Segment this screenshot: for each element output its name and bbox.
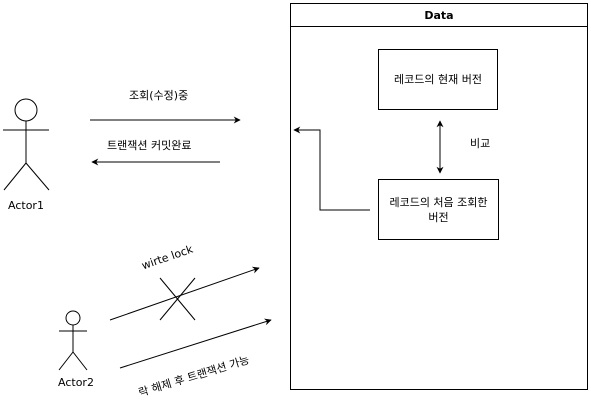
compare-label: 비교 — [470, 137, 491, 150]
actor2-label: Actor2 — [58, 376, 94, 389]
data-container-title: Data — [291, 4, 587, 27]
write-lock-arrow — [109, 266, 260, 321]
after-unlock-arrow — [119, 318, 272, 369]
read-modify-label: 조회(수정)중 — [129, 89, 189, 102]
first-read-version-node: 레코드의 처음 조회한 버전 — [378, 179, 499, 240]
first-read-version-label: 레코드의 처음 조회한 버전 — [389, 195, 488, 224]
actor1-label: Actor1 — [8, 199, 44, 212]
actor1-figure — [3, 98, 50, 191]
blocked-cross-icon — [159, 277, 196, 321]
actor2-figure — [58, 310, 88, 371]
first-read-to-data-arrow — [293, 126, 370, 211]
commit-done-label: 트랜잭션 커밋완료 — [107, 139, 192, 152]
current-version-node: 레코드의 현재 버전 — [378, 49, 498, 110]
current-version-label: 레코드의 현재 버전 — [394, 73, 482, 86]
